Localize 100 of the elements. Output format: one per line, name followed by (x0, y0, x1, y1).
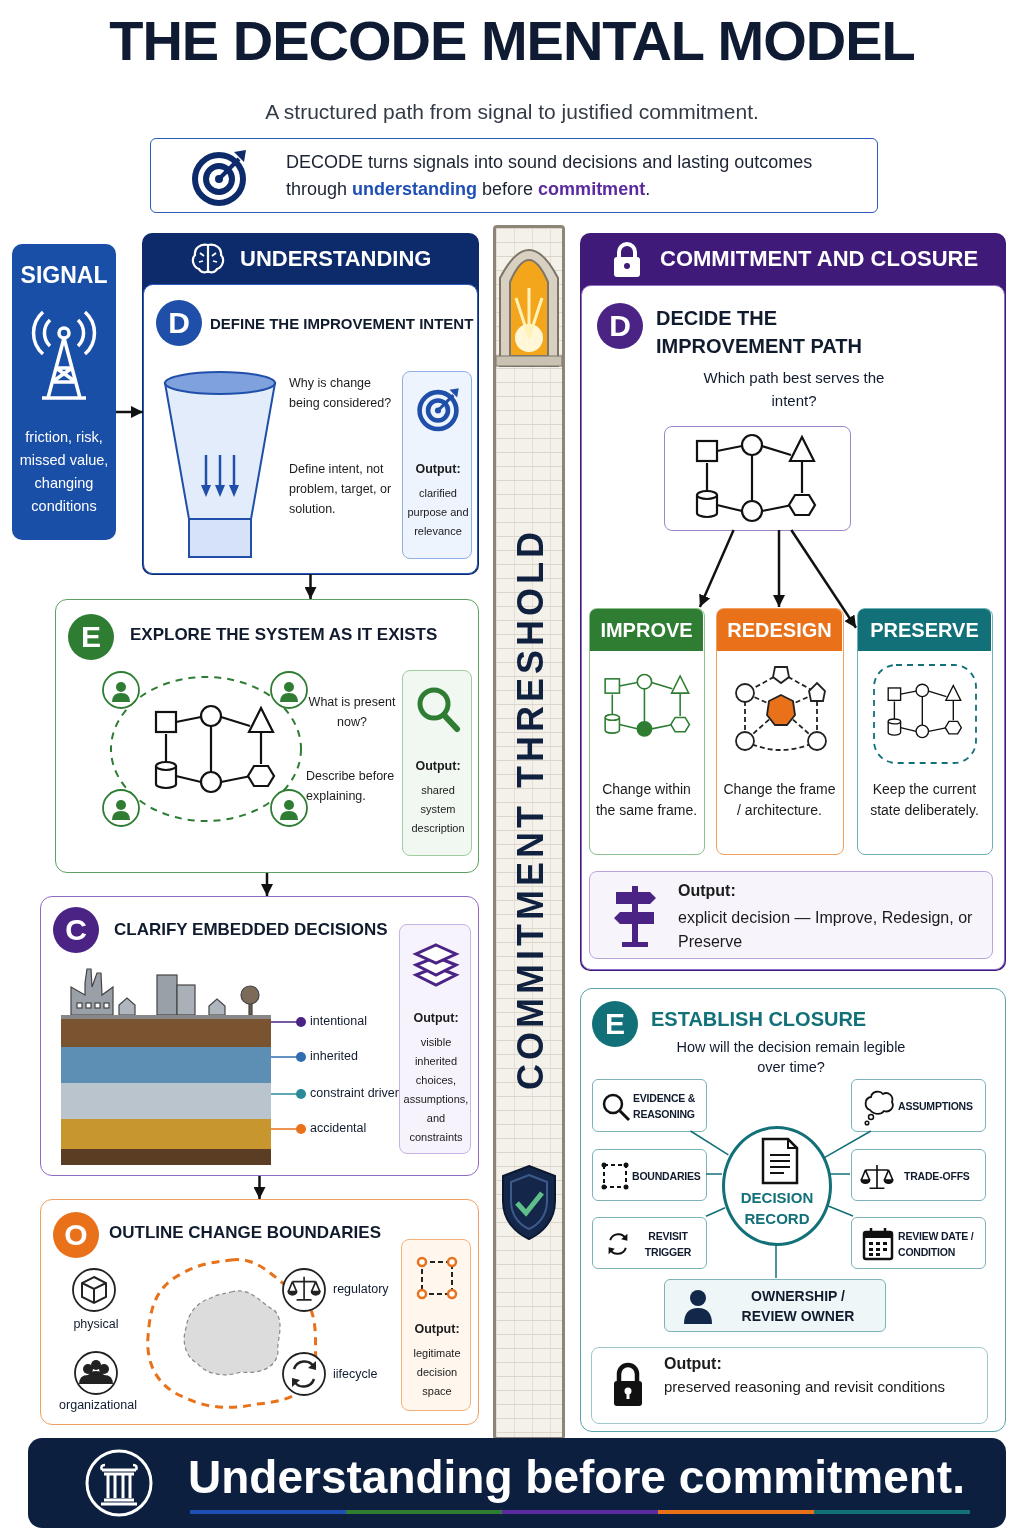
option-text: Change the frame / architecture. (722, 780, 837, 820)
threshold-pillar (493, 225, 565, 1440)
output-label: Output: (414, 759, 462, 773)
record-element-text: TRADE-OFFS (904, 1169, 971, 1184)
record-title: DECISION RECORD (739, 1188, 815, 1229)
option-card (857, 608, 993, 855)
step-heading: DECIDE THE IMPROVEMENT PATH (656, 306, 863, 359)
arrow (116, 406, 143, 418)
record-element-card (592, 1149, 707, 1201)
letter-badge: O (53, 1212, 99, 1258)
connector-line (824, 1130, 872, 1159)
record-element-card (592, 1079, 707, 1132)
record-element-card (851, 1217, 986, 1269)
step-card (40, 1199, 479, 1425)
output-text: visible inherited choices, assumptions, and constraints (402, 1035, 470, 1145)
letter-badge: D (597, 303, 643, 349)
output-label: Output: (414, 462, 462, 476)
layer-label: intentional (310, 1014, 368, 1028)
step-card (55, 599, 479, 873)
arrow (253, 1176, 266, 1199)
option-header: PRESERVE (858, 609, 991, 651)
step-card (40, 896, 479, 1176)
connector-line (705, 1207, 726, 1218)
section-panel (142, 233, 479, 575)
output-text: preserved reasoning and revisit conditions (664, 1377, 946, 1397)
output-label: Output: (413, 1322, 461, 1336)
question-text: What is present now? (308, 694, 396, 731)
arrow (773, 530, 785, 607)
record-element-text: REVIEW DATE / CONDITION (898, 1229, 975, 1260)
output-label: Output: (664, 1355, 723, 1373)
letter-badge: D (156, 300, 202, 346)
footer-slogan: Understanding before commitment. (188, 1450, 965, 1504)
output-label: Output: (678, 882, 737, 900)
boundary-label: physical (72, 1317, 120, 1331)
letter-badge: E (68, 614, 114, 660)
record-element-card (851, 1149, 986, 1201)
step-heading: DEFINE THE IMPROVEMENT INTENT (210, 314, 475, 334)
step-heading: OUTLINE CHANGE BOUNDARIES (109, 1222, 382, 1244)
intro-banner (150, 138, 878, 213)
network-diagram-card (664, 426, 851, 531)
footer-banner (28, 1438, 1006, 1528)
arrow (304, 574, 317, 599)
record-element-card (851, 1079, 986, 1132)
boundary-label: iifecycle (333, 1367, 379, 1381)
connector-line (689, 1130, 730, 1156)
option-card (589, 608, 705, 855)
option-text: Change within the same frame. (594, 780, 699, 820)
option-text: Keep the current state deliberately. (869, 780, 980, 820)
boundary-label: regulatory (333, 1282, 390, 1296)
step-card (143, 284, 478, 574)
boundary-label: organizational (58, 1398, 138, 1412)
panel-heading: SIGNAL (19, 262, 109, 289)
record-element-text: ASSUMPTIONS (898, 1099, 974, 1114)
connector-line (705, 1173, 723, 1175)
record-element-text: OWNERSHIP / REVIEW OWNER (740, 1287, 856, 1326)
connector-line (829, 1173, 851, 1175)
layer-label: accidental (310, 1121, 368, 1135)
signal-text: friction, risk, missed value, changing conditions (18, 428, 110, 516)
record-element-text: REVISIT TRIGGER (643, 1229, 693, 1260)
question-text: Why is change being considered? (289, 375, 393, 412)
record-element-text: BOUNDARIES (632, 1169, 702, 1184)
note-text: Describe before explaining. (306, 768, 396, 805)
record-element-text: EVIDENCE & REASONING (633, 1091, 697, 1122)
arrow (790, 529, 858, 629)
output-card (401, 1239, 471, 1411)
question-text: Which path best serves the intent? (702, 368, 886, 411)
option-header: IMPROVE (590, 609, 703, 651)
panel-heading: COMMITMENT AND CLOSURE (660, 246, 980, 272)
connector-line (826, 1205, 854, 1217)
title: THE DECODE MENTAL MODEL (108, 8, 916, 73)
output-text: legitimate decision space (412, 1346, 462, 1399)
output-label: Output: (412, 1011, 460, 1025)
layer-label: inherited (310, 1049, 359, 1063)
option-card (716, 608, 844, 855)
signal-panel (12, 244, 116, 540)
intro-text: DECODE turns signals into sound decisions and lasting outcomes through understanding before commitment. (286, 151, 814, 201)
output-card (402, 371, 472, 559)
output-card (591, 1347, 988, 1424)
arrow (261, 873, 273, 896)
output-card (589, 871, 993, 959)
letter-badge: C (53, 907, 99, 953)
record-element-card (592, 1217, 707, 1269)
output-card (402, 670, 472, 856)
output-text: shared system description (410, 783, 466, 836)
threshold-text: COMMITMENT THRESHOLD (510, 528, 552, 1090)
panel-heading: UNDERSTANDING (240, 246, 433, 272)
output-text: clarified purpose and relevance (406, 486, 470, 539)
connector-line (775, 1244, 777, 1279)
arrow (698, 529, 735, 608)
step-heading: ESTABLISH CLOSURE (651, 1008, 868, 1031)
letter-badge: E (592, 1001, 638, 1047)
step-card (580, 988, 1006, 1432)
step-heading: CLARIFY EMBEDDED DECISIONS (114, 919, 389, 941)
note-text: Define intent, not problem, target, or solution. (289, 461, 393, 518)
step-heading: EXPLORE THE SYSTEM AS IT EXISTS (130, 624, 439, 646)
output-card (399, 924, 471, 1154)
output-text: explicit decision — Improve, Redesign, or Preserve (678, 908, 974, 952)
option-header: REDESIGN (717, 609, 842, 651)
subtitle: A structured path from signal to justified commitment. (264, 100, 760, 124)
owner-card (664, 1279, 886, 1332)
